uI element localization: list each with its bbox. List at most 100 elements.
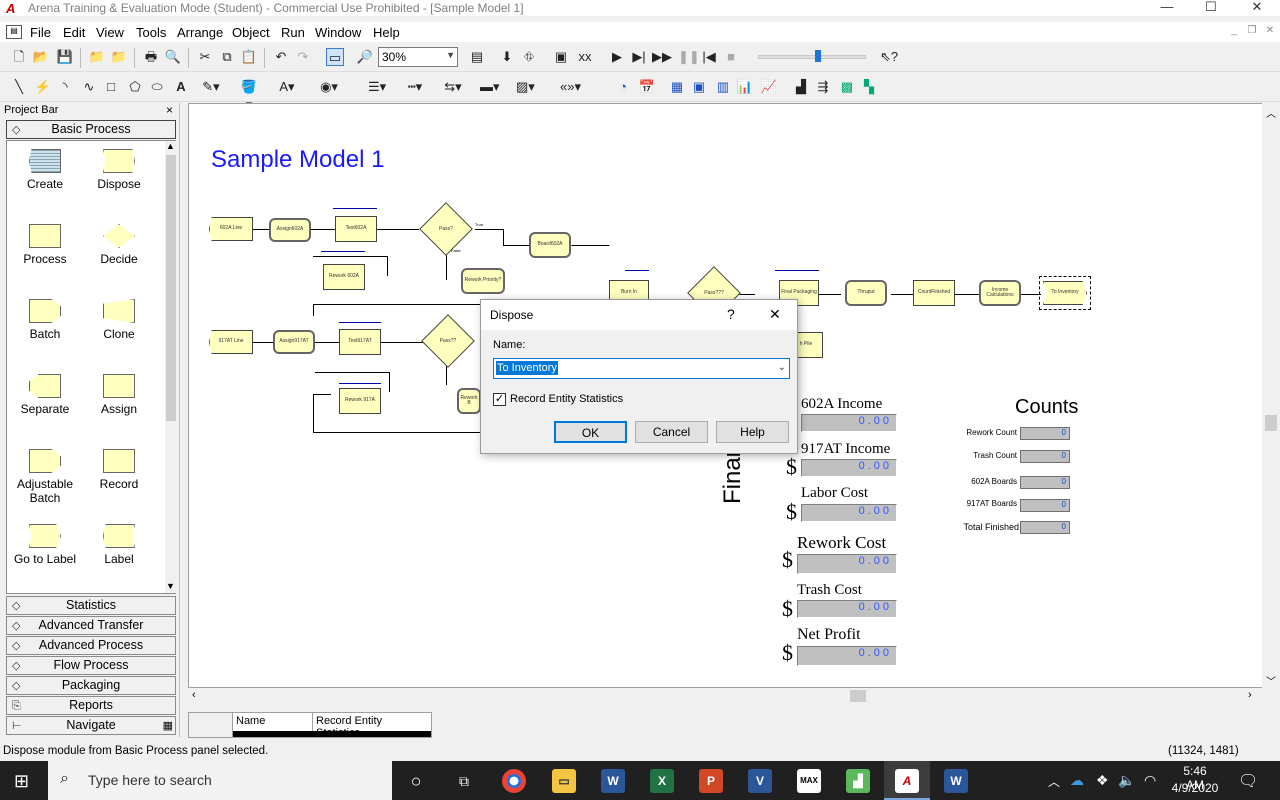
storage-icon[interactable]: ▚ — [864, 79, 874, 94]
document-icon[interactable]: ▤ — [6, 25, 22, 39]
animation-speed-slider[interactable] — [758, 55, 866, 59]
block-to-inventory[interactable]: To Inventory — [1043, 281, 1087, 305]
clock-time[interactable]: 5:46 AM — [1183, 764, 1207, 792]
menu-help[interactable]: Help — [373, 25, 400, 40]
chevron-up-icon[interactable]: ︿ — [1266, 109, 1276, 120]
scroll-up-icon[interactable]: ▲ — [166, 141, 175, 151]
column-header-name[interactable]: Name — [233, 713, 313, 731]
background-color-icon[interactable]: ◉▾ — [320, 79, 338, 94]
dropbox-icon[interactable]: ❖ — [1096, 772, 1109, 788]
powerpoint-icon[interactable]: P — [699, 769, 723, 793]
chart-app-icon[interactable]: ▟ — [846, 769, 870, 793]
block-917at-line[interactable]: 917AT Line — [209, 330, 253, 354]
block-rework917a[interactable]: Rework 917A — [339, 388, 381, 414]
connector[interactable] — [315, 372, 389, 373]
connector[interactable] — [446, 248, 447, 280]
step-icon[interactable]: ▶| — [632, 49, 646, 64]
clock-date[interactable]: 4/9/2020 — [1171, 781, 1219, 795]
module-batch[interactable]: Batch — [8, 299, 82, 341]
tray-chevron-up-icon[interactable]: ︿ — [1048, 775, 1061, 789]
task-view-icon[interactable]: ⧉ — [459, 773, 469, 789]
ellipse-icon[interactable]: ⬭ — [151, 79, 163, 94]
connector[interactable] — [311, 229, 335, 230]
name-combobox[interactable]: To Inventory ⌄ — [493, 358, 790, 379]
dialog-close-icon[interactable]: ✕ — [769, 306, 781, 322]
panel-statistics[interactable]: ◇Statistics — [6, 596, 176, 615]
fill-pattern-icon[interactable]: ▨▾ — [516, 79, 535, 94]
block-test917at[interactable]: Test917AT — [339, 329, 381, 355]
module-dispose[interactable]: Dispose — [82, 149, 156, 191]
wifi-icon[interactable]: ◠ — [1144, 772, 1157, 788]
clock-icon[interactable]: ◔ — [619, 79, 627, 94]
template-attach-icon[interactable]: 📁 — [88, 49, 106, 64]
module-label[interactable]: Label — [82, 524, 156, 566]
cut-icon[interactable]: ✂ — [199, 49, 211, 64]
connector[interactable] — [381, 342, 423, 343]
arena-taskbar-icon[interactable]: A — [895, 769, 919, 793]
connector[interactable] — [475, 229, 503, 230]
context-help-icon[interactable]: ⇖? — [880, 49, 899, 64]
copy-icon[interactable]: ⧉ — [222, 49, 232, 64]
connector[interactable] — [891, 294, 913, 295]
block-pass1[interactable]: Pass? — [419, 202, 473, 256]
level-icon[interactable]: ▣ — [692, 79, 706, 94]
menu-arrange[interactable]: Arrange — [177, 25, 224, 40]
block-board602a[interactable]: Board602A — [529, 232, 571, 258]
record-stats-checkbox[interactable]: ✓ — [493, 393, 506, 406]
zoom-icon[interactable]: 🔎 — [356, 49, 374, 64]
menu-tools[interactable]: Tools — [136, 25, 167, 40]
redo-icon[interactable]: ↷ — [297, 49, 309, 64]
chevron-left-icon[interactable]: ‹ — [192, 689, 196, 701]
undo-icon[interactable]: ↶ — [275, 49, 287, 64]
module-process[interactable]: Process — [8, 224, 82, 266]
connector[interactable] — [253, 229, 269, 230]
word-icon[interactable]: W — [601, 769, 625, 793]
xx-icon[interactable]: xx — [578, 49, 592, 64]
start-over-icon[interactable]: |◀ — [702, 49, 716, 64]
connector[interactable] — [389, 372, 390, 392]
module-assign[interactable]: Assign — [82, 374, 156, 416]
fill-color-icon[interactable]: 🪣▾ — [240, 79, 258, 112]
connector[interactable] — [313, 304, 314, 316]
template-detach-icon[interactable]: 📁 — [110, 49, 128, 64]
module-clone[interactable]: Clone — [82, 299, 156, 341]
notifications-icon[interactable]: 🗨 — [1238, 773, 1259, 790]
taskbar-search[interactable]: ⌕ Type here to search — [48, 761, 392, 800]
connector[interactable] — [503, 245, 529, 246]
mdi-restore-icon[interactable]: ❐ — [1247, 25, 1257, 36]
connector[interactable] — [1021, 294, 1041, 295]
connector[interactable] — [955, 294, 979, 295]
arc-icon[interactable]: ◝ — [62, 79, 68, 94]
submodel-icon[interactable]: ▣ — [554, 49, 568, 64]
menu-run[interactable]: Run — [281, 25, 305, 40]
module-decide[interactable]: Decide — [82, 224, 156, 266]
connector[interactable] — [253, 342, 273, 343]
connector[interactable] — [729, 294, 755, 295]
new-file-icon[interactable]: 🗋 — [13, 49, 25, 64]
box-icon[interactable]: □ — [107, 79, 115, 94]
block-assign917at[interactable]: Assign917AT — [273, 330, 315, 354]
excel-icon[interactable]: X — [650, 769, 674, 793]
menu-window[interactable]: Window — [315, 25, 362, 40]
plot-icon[interactable]: 📈 — [760, 79, 778, 94]
menu-file[interactable]: File — [30, 25, 51, 40]
block-assign602a[interactable]: Assign602A — [269, 218, 311, 242]
arrow-style-icon[interactable]: ⇆▾ — [444, 79, 462, 94]
menu-edit[interactable]: Edit — [63, 25, 86, 40]
project-bar-close-icon[interactable]: × — [166, 103, 174, 117]
mdi-minimize-icon[interactable]: _ — [1231, 25, 1237, 36]
volume-icon[interactable]: 🔈 — [1118, 772, 1136, 788]
polyline-icon[interactable]: ⚡ — [34, 79, 52, 94]
windows-start-icon[interactable]: ⊞ — [14, 771, 30, 791]
menu-object[interactable]: Object — [232, 25, 270, 40]
scroll-down-icon[interactable]: ▼ — [166, 581, 175, 591]
canvas-horizontal-scrollbar[interactable]: ‹ › — [188, 688, 1262, 705]
menu-view[interactable]: View — [96, 25, 124, 40]
run-go-icon[interactable]: ▶ — [612, 49, 622, 64]
global-icon[interactable]: ⇶ — [817, 79, 829, 94]
bezier-icon[interactable]: ∿ — [83, 79, 95, 94]
panel-packaging[interactable]: ◇Packaging — [6, 676, 176, 695]
block-rework602a[interactable]: Rework 602A — [323, 264, 365, 290]
block-602a-line[interactable]: 602A Line — [209, 217, 253, 241]
line-color-icon[interactable]: ✎▾ — [202, 79, 220, 94]
